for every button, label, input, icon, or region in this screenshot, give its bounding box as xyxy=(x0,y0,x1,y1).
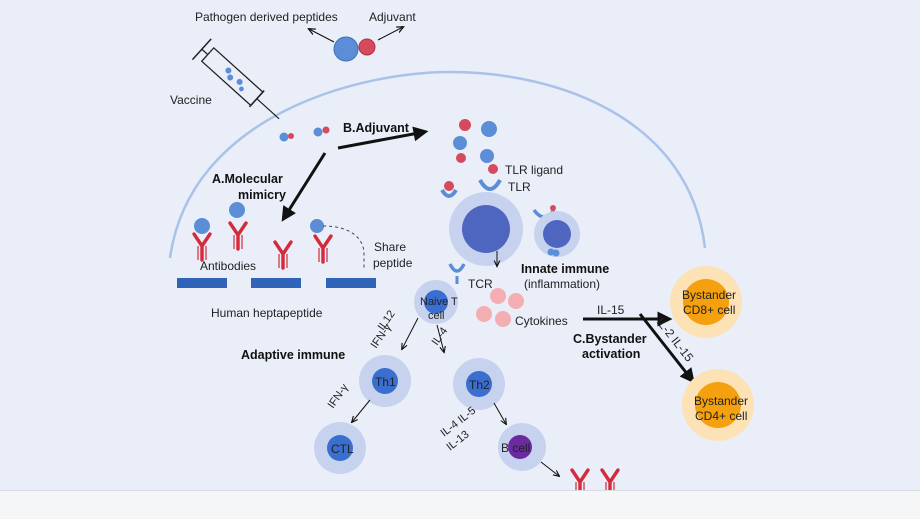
arrow-to-pathogen-label xyxy=(309,29,335,43)
heptapeptide-bar xyxy=(251,278,301,288)
label-share: Share xyxy=(374,240,406,254)
label-adaptive-immune: Adaptive immune xyxy=(241,348,345,362)
label-b-cell: B cell xyxy=(501,441,530,455)
label-ifn-gamma-1: IFN-γ xyxy=(369,321,395,350)
label-bystander-cd8-2: CD8+ cell xyxy=(683,303,735,317)
label-peptide: peptide xyxy=(373,256,413,270)
heptapeptide-bar xyxy=(177,278,227,288)
label-vaccine: Vaccine xyxy=(170,93,212,107)
heptapeptide-bar xyxy=(326,278,376,288)
label-cytokines: Cytokines xyxy=(515,314,568,328)
label-a-molecular: A.Molecular xyxy=(212,172,283,186)
pathogen-peptide-icon xyxy=(333,36,359,62)
label-th1: Th1 xyxy=(375,375,396,389)
tcr-icon xyxy=(448,263,466,273)
tlr-receptor-icon xyxy=(440,188,458,198)
label-adjuvant: Adjuvant xyxy=(369,10,416,24)
label-c-bystander: C.Bystander xyxy=(573,332,647,346)
label-il4-1: IL-4 xyxy=(430,325,451,347)
antibody-output-icon xyxy=(600,468,620,490)
label-human-heptapeptide: Human heptapeptide xyxy=(211,306,323,320)
label-antibodies: Antibodies xyxy=(200,259,256,273)
cell-membrane xyxy=(168,70,707,259)
arrow-mimicry xyxy=(281,152,327,222)
label-ifn-gamma-2: IFN-γ xyxy=(326,381,352,410)
label-innate-immune: Innate immune xyxy=(521,262,609,276)
bottom-band xyxy=(0,490,920,519)
label-bystander-cd8-1: Bystander xyxy=(682,288,736,302)
antibody-output-icon xyxy=(570,468,590,490)
label-th2: Th2 xyxy=(469,378,490,392)
immune-diagram: Pathogen derived peptides Adjuvant Vacci… xyxy=(168,10,754,490)
arrow-adjuvant xyxy=(337,126,429,150)
label-pathogen-peptides: Pathogen derived peptides xyxy=(195,10,338,24)
label-bystander-cd4-1: Bystander xyxy=(694,394,748,408)
label-naive-t-1: Naive T xyxy=(420,296,458,308)
label-inflammation: (inflammation) xyxy=(524,277,600,291)
adjuvant-icon xyxy=(358,38,376,56)
label-tlr-ligand: TLR ligand xyxy=(505,163,563,177)
arrow-to-adjuvant-label xyxy=(377,27,403,41)
label-tlr: TLR xyxy=(508,180,531,194)
syringe-icon xyxy=(191,38,280,120)
label-naive-t-2: cell xyxy=(428,310,445,322)
label-bystander-cd4-2: CD4+ cell xyxy=(695,409,747,423)
label-ctl: CTL xyxy=(331,442,354,456)
label-il15: IL-15 xyxy=(597,303,625,317)
label-activation: activation xyxy=(582,347,640,361)
arrow-to-cd4 xyxy=(638,313,695,384)
label-b-adjuvant: B.Adjuvant xyxy=(343,121,410,135)
tlr-receptor-icon xyxy=(478,178,502,191)
label-tcr: TCR xyxy=(468,277,493,291)
label-a-mimicry: mimicry xyxy=(238,188,286,202)
